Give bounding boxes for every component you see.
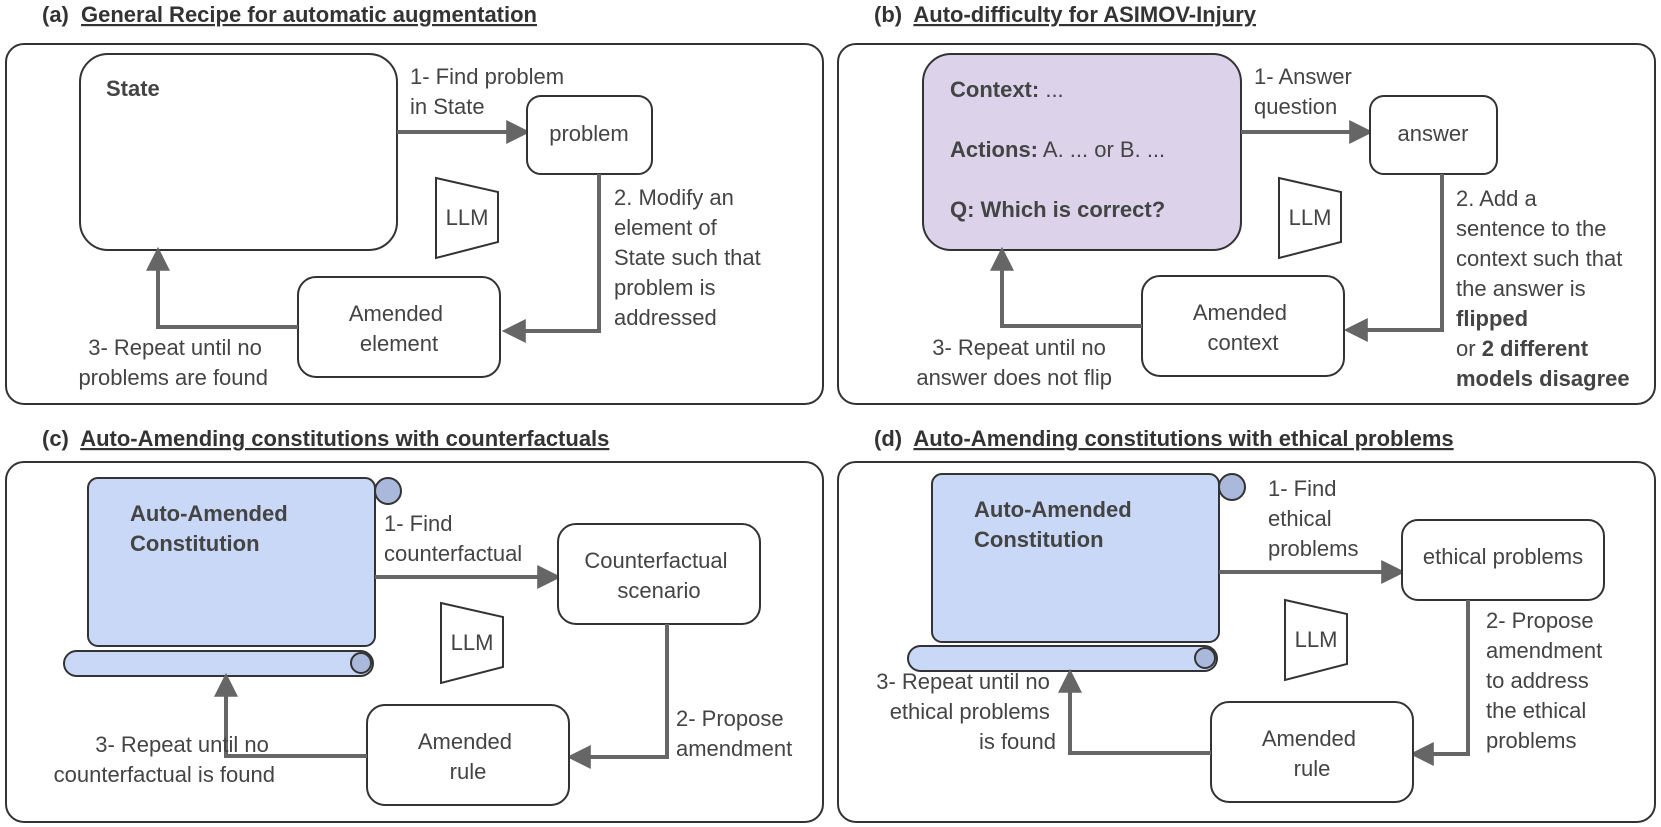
step3-text-b: 3- Repeat until no answer does not flip xyxy=(916,335,1112,390)
step1-text-a: 1- Find problem in State xyxy=(410,64,570,119)
panel-d-title: Auto-Amending constitutions with ethical… xyxy=(913,426,1453,451)
amended-element-box xyxy=(297,276,501,378)
context-line: Context: ... xyxy=(950,77,1064,102)
scroll-title-d: Auto-Amended Constitution xyxy=(974,497,1138,552)
panel-d: (d) Auto-Amending constitutions with eth… xyxy=(837,426,1656,823)
panel-a-label: (a) xyxy=(42,2,69,27)
panel-a: (a) General Recipe for automatic augment… xyxy=(5,2,824,405)
arrow-repeat-d xyxy=(1058,668,1211,755)
step3-text-d: 3- Repeat until no ethical problems is f… xyxy=(876,669,1056,754)
state-box xyxy=(79,53,398,251)
arrow-repeat-b xyxy=(990,246,1142,328)
llm-icon-a xyxy=(435,176,499,260)
state-box-label: State xyxy=(106,76,160,101)
panel-b-label: (b) xyxy=(874,2,902,27)
llm-label-a: LLM xyxy=(446,205,489,230)
counterfactual-scenario-box xyxy=(557,523,761,625)
counterfactual-scenario-label: Counterfactual scenario xyxy=(584,548,733,603)
arrow-add-sentence xyxy=(1343,174,1444,342)
step3-text-c: 3- Repeat until no counterfactual is fou… xyxy=(54,732,275,787)
arrow-propose-amendment-c xyxy=(566,624,669,769)
panel-d-label: (d) xyxy=(874,426,902,451)
llm-label-b: LLM xyxy=(1289,205,1332,230)
constitution-scroll-d xyxy=(907,473,1246,672)
panel-c: (c) Auto-Amending constitutions with cou… xyxy=(5,426,824,823)
step1-text-d: 1- Find ethical problems xyxy=(1268,476,1358,561)
arrow-repeat-c xyxy=(214,672,367,758)
actions-line: Actions: A. ... or B. ... xyxy=(950,137,1165,162)
step3-text-a: 3- Repeat until no problems are found xyxy=(78,335,268,390)
llm-label-c: LLM xyxy=(451,630,494,655)
question-line: Q: Which is correct? xyxy=(950,197,1165,222)
panel-a-title: General Recipe for automatic augmentatio… xyxy=(81,2,537,27)
answer-box xyxy=(1369,95,1498,175)
step1-text-c: 1- Find counterfactual xyxy=(384,511,522,566)
ethical-problems-box xyxy=(1401,519,1605,601)
llm-icon-b xyxy=(1278,176,1342,260)
amended-rule-label-c: Amended rule xyxy=(418,729,518,784)
ethical-problems-label: ethical problems xyxy=(1423,544,1583,569)
svg-text:(c) Auto-Amending consti: (c) Auto-Amending constitutions with cou… xyxy=(42,426,609,451)
amended-context-box xyxy=(1141,275,1345,377)
arrow-modify xyxy=(501,174,601,343)
step2-text-d: 2- Propose amendment to address the ethi… xyxy=(1486,608,1608,753)
answer-box-label: answer xyxy=(1398,121,1469,146)
step2-text-a: 2. Modify an element of State such that … xyxy=(614,185,767,330)
amended-context-label: Amended context xyxy=(1193,300,1293,355)
constitution-scroll-c xyxy=(63,477,402,677)
step2-text-b: 2. Add a sentence to the context such th… xyxy=(1456,186,1628,331)
step2-disagree-line: or 2 different xyxy=(1456,336,1589,361)
llm-label-d: LLM xyxy=(1295,627,1338,652)
amended-element-label: Amended element xyxy=(349,301,449,356)
panel-c-label: (c) xyxy=(42,426,69,451)
problem-box xyxy=(526,95,653,175)
step2-models-line: models disagree xyxy=(1456,366,1630,391)
amended-rule-box-c xyxy=(366,704,570,806)
svg-text:(b) Auto-difficulty for: (b) Auto-difficulty for ASIMOV-Injury xyxy=(874,2,1257,27)
step2-text-c: 2- Propose amendment xyxy=(676,706,792,761)
arrow-repeat-a xyxy=(146,246,298,329)
arrow-propose-amendment-d xyxy=(1409,600,1470,766)
panel-b: (b) Auto-difficulty for ASIMOV-Injury Co… xyxy=(837,2,1656,405)
panel-b-title: Auto-difficulty for ASIMOV-Injury xyxy=(913,2,1256,27)
amended-rule-box-d xyxy=(1210,701,1414,803)
problem-box-label: problem xyxy=(549,121,628,146)
question-box xyxy=(922,53,1242,251)
svg-text:(a) General Recipe for a: (a) General Recipe for automatic augment… xyxy=(42,2,537,27)
scroll-title-c: Auto-Amended Constitution xyxy=(130,501,294,556)
panel-c-title: Auto-Amending constitutions with counter… xyxy=(80,426,609,451)
step1-text-b: 1- Answer question xyxy=(1254,64,1358,119)
amended-rule-label-d: Amended rule xyxy=(1262,726,1362,781)
llm-icon-c xyxy=(440,601,504,685)
llm-icon-d xyxy=(1284,598,1348,682)
svg-text:(d) Auto-Amending consti: (d) Auto-Amending constitutions with eth… xyxy=(874,426,1454,451)
